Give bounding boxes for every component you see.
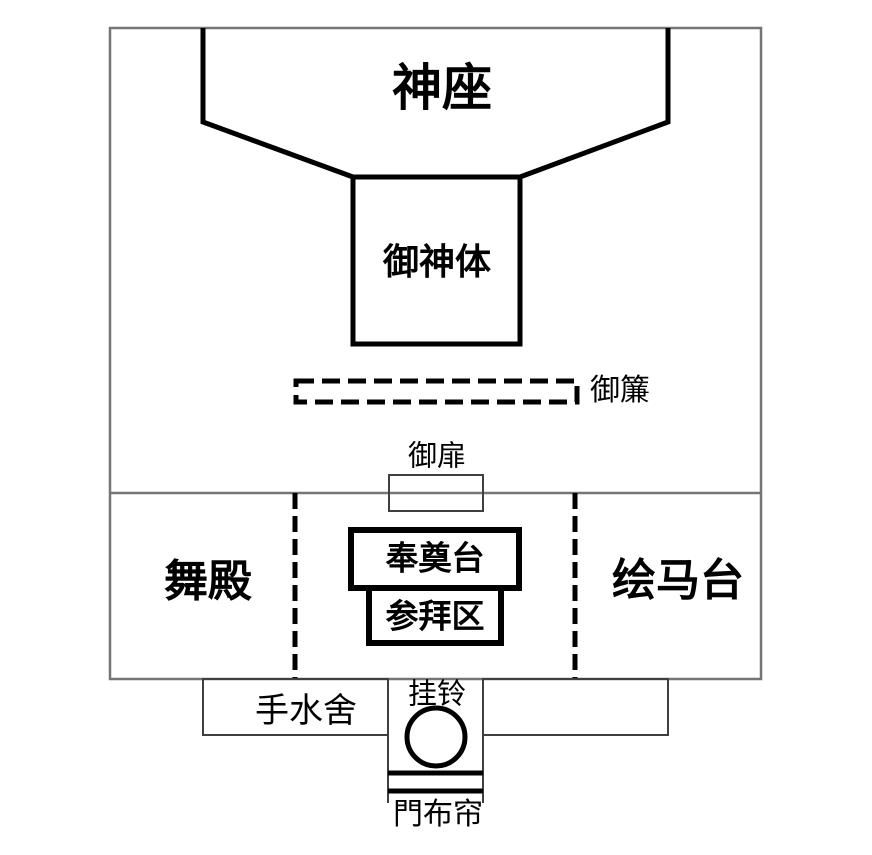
gualing-label: 挂铃 xyxy=(407,676,467,711)
goshintai-box xyxy=(350,174,523,347)
sanpai-qu-box xyxy=(366,585,504,646)
maidono-label: 舞殿 xyxy=(164,556,252,607)
bell-circle xyxy=(404,705,468,769)
mitobira-label: 御扉 xyxy=(407,438,467,473)
right-annex-box xyxy=(482,678,669,736)
menbulian-label: 門布帘 xyxy=(393,797,483,832)
misu-label: 御簾 xyxy=(590,373,650,408)
mitobira-door-rect xyxy=(388,474,484,512)
shinza-label: 神座 xyxy=(392,59,492,117)
misu-dashed-rect xyxy=(293,378,580,405)
goshintai-label: 御神体 xyxy=(382,242,492,283)
emadai-label: 绘马台 xyxy=(612,555,744,606)
chozusha-label: 手水舍 xyxy=(255,691,357,731)
sanpai-qu-label: 参拜区 xyxy=(385,596,485,636)
hoten-dai-label: 奉奠台 xyxy=(385,538,485,578)
outer-wall-rect xyxy=(108,26,763,681)
